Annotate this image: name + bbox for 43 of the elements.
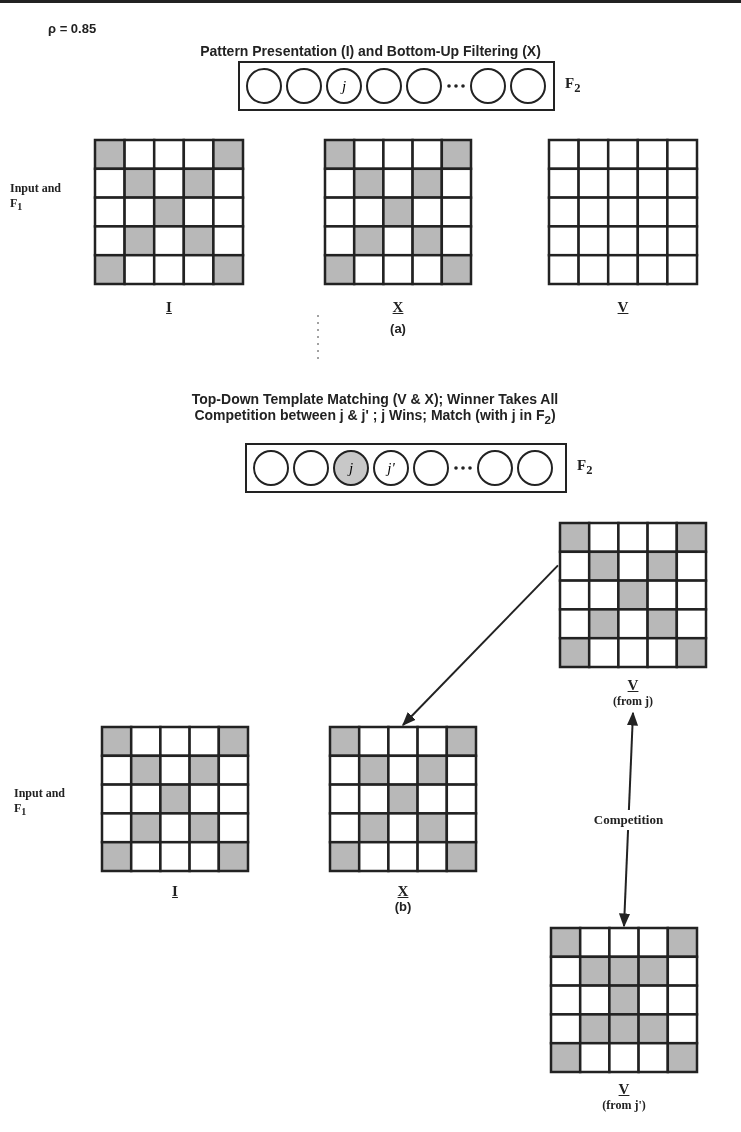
grid-label: V bbox=[626, 677, 640, 694]
neuron-circle bbox=[517, 450, 553, 486]
neuron-circle: j bbox=[333, 450, 369, 486]
pixel-grid bbox=[328, 725, 478, 873]
panel-caption: (a) bbox=[389, 321, 407, 336]
layer-box bbox=[238, 61, 555, 111]
pixel-grid bbox=[93, 138, 245, 286]
neuron-circle bbox=[293, 450, 329, 486]
grid-caption: (from j) bbox=[611, 694, 655, 709]
panel-heading: Top-Down Template Matching (V & X); Winner Takes All Competition between j & j' ; j Wins; Match (with j in F$_{2}$) bbox=[190, 391, 560, 426]
pixel-grid bbox=[547, 138, 699, 286]
neuron-circle bbox=[510, 68, 546, 104]
layer-box bbox=[245, 443, 567, 493]
layer-label: F$_{2}$ bbox=[565, 75, 581, 96]
neuron-circle bbox=[246, 68, 282, 104]
neuron-circle bbox=[406, 68, 442, 104]
row-label: Input and F$_{1}$ bbox=[10, 181, 63, 213]
neuron-circle bbox=[470, 68, 506, 104]
neuron-circle bbox=[253, 450, 289, 486]
grid-label: I bbox=[165, 299, 173, 316]
layer-label: F$_{2}$ bbox=[577, 457, 593, 478]
row-label: Input and F$_{1}$ bbox=[14, 786, 67, 818]
arrow bbox=[618, 711, 639, 928]
neuron-circle bbox=[413, 450, 449, 486]
neuron-circle bbox=[477, 450, 513, 486]
pixel-grid bbox=[323, 138, 473, 286]
neuron-circle: j bbox=[326, 68, 362, 104]
neuron-circle bbox=[366, 68, 402, 104]
pixel-grid bbox=[549, 926, 699, 1074]
grid-label: I bbox=[171, 883, 179, 900]
panel-caption: (b) bbox=[393, 899, 413, 914]
grid-caption: (from j') bbox=[601, 1098, 647, 1113]
arrow bbox=[402, 564, 559, 726]
grid-label: V bbox=[616, 299, 630, 316]
grid-label: X bbox=[391, 299, 405, 316]
parameter-label: ρ = 0.85 bbox=[48, 21, 97, 36]
grid-label: V bbox=[617, 1081, 631, 1098]
neuron-circle bbox=[286, 68, 322, 104]
grid-label: X bbox=[396, 883, 410, 900]
neuron-circle: j' bbox=[373, 450, 409, 486]
pixel-grid bbox=[100, 725, 250, 873]
panel-heading: Pattern Presentation (I) and Bottom-Up Filtering (X) bbox=[199, 43, 542, 59]
pixel-grid bbox=[558, 521, 708, 669]
